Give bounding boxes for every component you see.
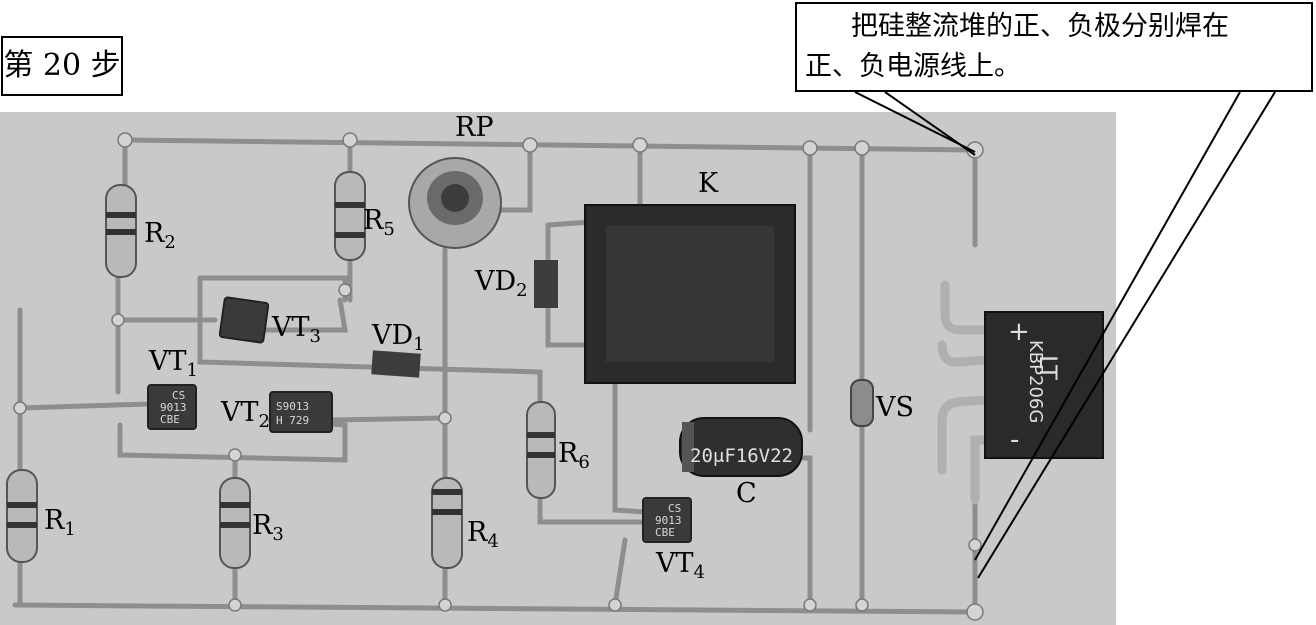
label-r3: R3 xyxy=(252,510,284,545)
step-label: 第 20 步 xyxy=(1,36,123,96)
label-r1: R1 xyxy=(44,505,76,540)
label-vt3: VT3 xyxy=(272,312,321,347)
bridge-model: KBP206G xyxy=(1025,340,1046,423)
label-vd1: VD1 xyxy=(372,320,425,355)
label-rp: RP xyxy=(455,112,494,143)
instruction-line-1: 把硅整流堆的正、负极分别焊在 xyxy=(851,11,1229,42)
instruction-callout: 把硅整流堆的正、负极分别焊在 正、负电源线上。 xyxy=(795,2,1313,92)
label-vt4: VT4 xyxy=(656,548,705,583)
capacitor-marking: 20μF16V22 xyxy=(690,445,793,467)
vt2-marking: S9013 H 729 xyxy=(276,400,316,427)
label-r4: R4 xyxy=(467,517,499,552)
label-vt2: VT2 xyxy=(221,397,270,432)
vt1-marking: CS 9013 CBE xyxy=(160,389,193,426)
label-r2: R2 xyxy=(144,218,176,253)
label-r6: R6 xyxy=(558,438,590,473)
label-r5: R5 xyxy=(363,205,395,240)
label-k: K xyxy=(698,168,719,199)
label-vs: VS xyxy=(876,392,914,423)
vt4-marking: CS 9013 CBE xyxy=(655,502,688,539)
bridge-minus: - xyxy=(1010,425,1019,455)
label-c: C xyxy=(736,478,757,509)
label-vd2: VD2 xyxy=(475,266,528,301)
instruction-line-2: 正、负电源线上。 xyxy=(805,51,1021,82)
bridge-brand: LT xyxy=(1034,355,1062,380)
bridge-plus: + xyxy=(1008,317,1030,347)
label-vt1: VT1 xyxy=(149,346,198,381)
